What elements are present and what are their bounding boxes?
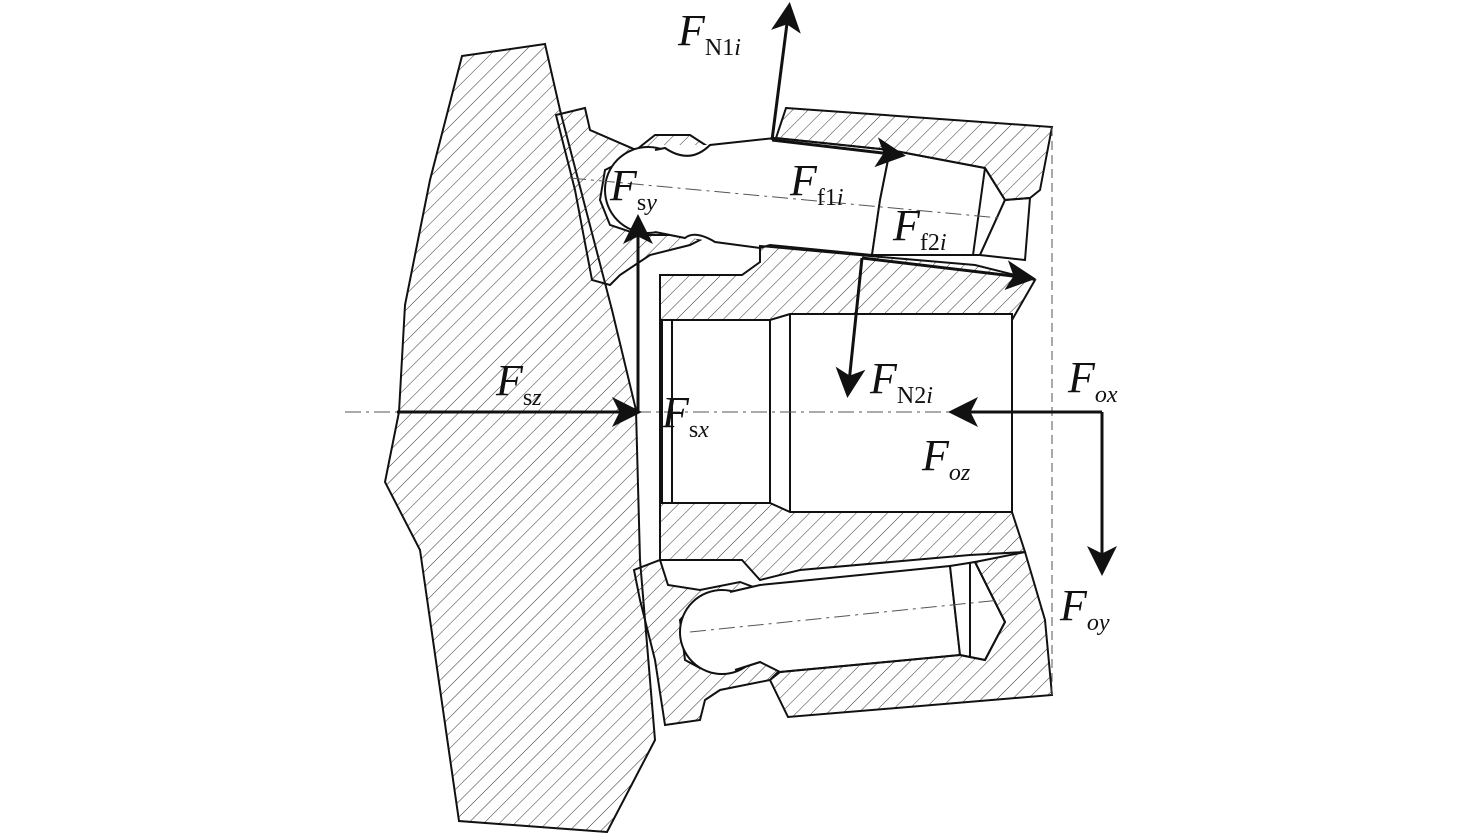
label-fsy: Fsy [609,161,657,216]
center-bore [661,313,1013,513]
arrow-ff2 [861,256,1036,291]
label-fsx: Fsx [661,388,709,443]
upper-cylinder-block [774,106,1054,202]
label-foy: Foy [1059,581,1110,636]
label-fsz: Fsz [495,356,542,411]
arrow-fn1 [770,2,801,141]
label-foz: Foz [921,431,971,486]
label-fn2: FN2i [869,354,933,409]
label-ff1: Ff1i [789,156,844,211]
arrow-fn2 [835,257,866,398]
label-ff2: Ff2i [892,201,947,256]
label-fn1: FN1i [677,6,741,61]
label-fox: Fox [1067,353,1118,408]
upper-piston-end-line [972,167,986,256]
lower-axis [689,599,1001,633]
lower-cylinder-block [768,550,1054,719]
upper-axis [569,177,1001,219]
lower-piston [729,564,962,674]
arrow-ff1 [771,137,906,168]
